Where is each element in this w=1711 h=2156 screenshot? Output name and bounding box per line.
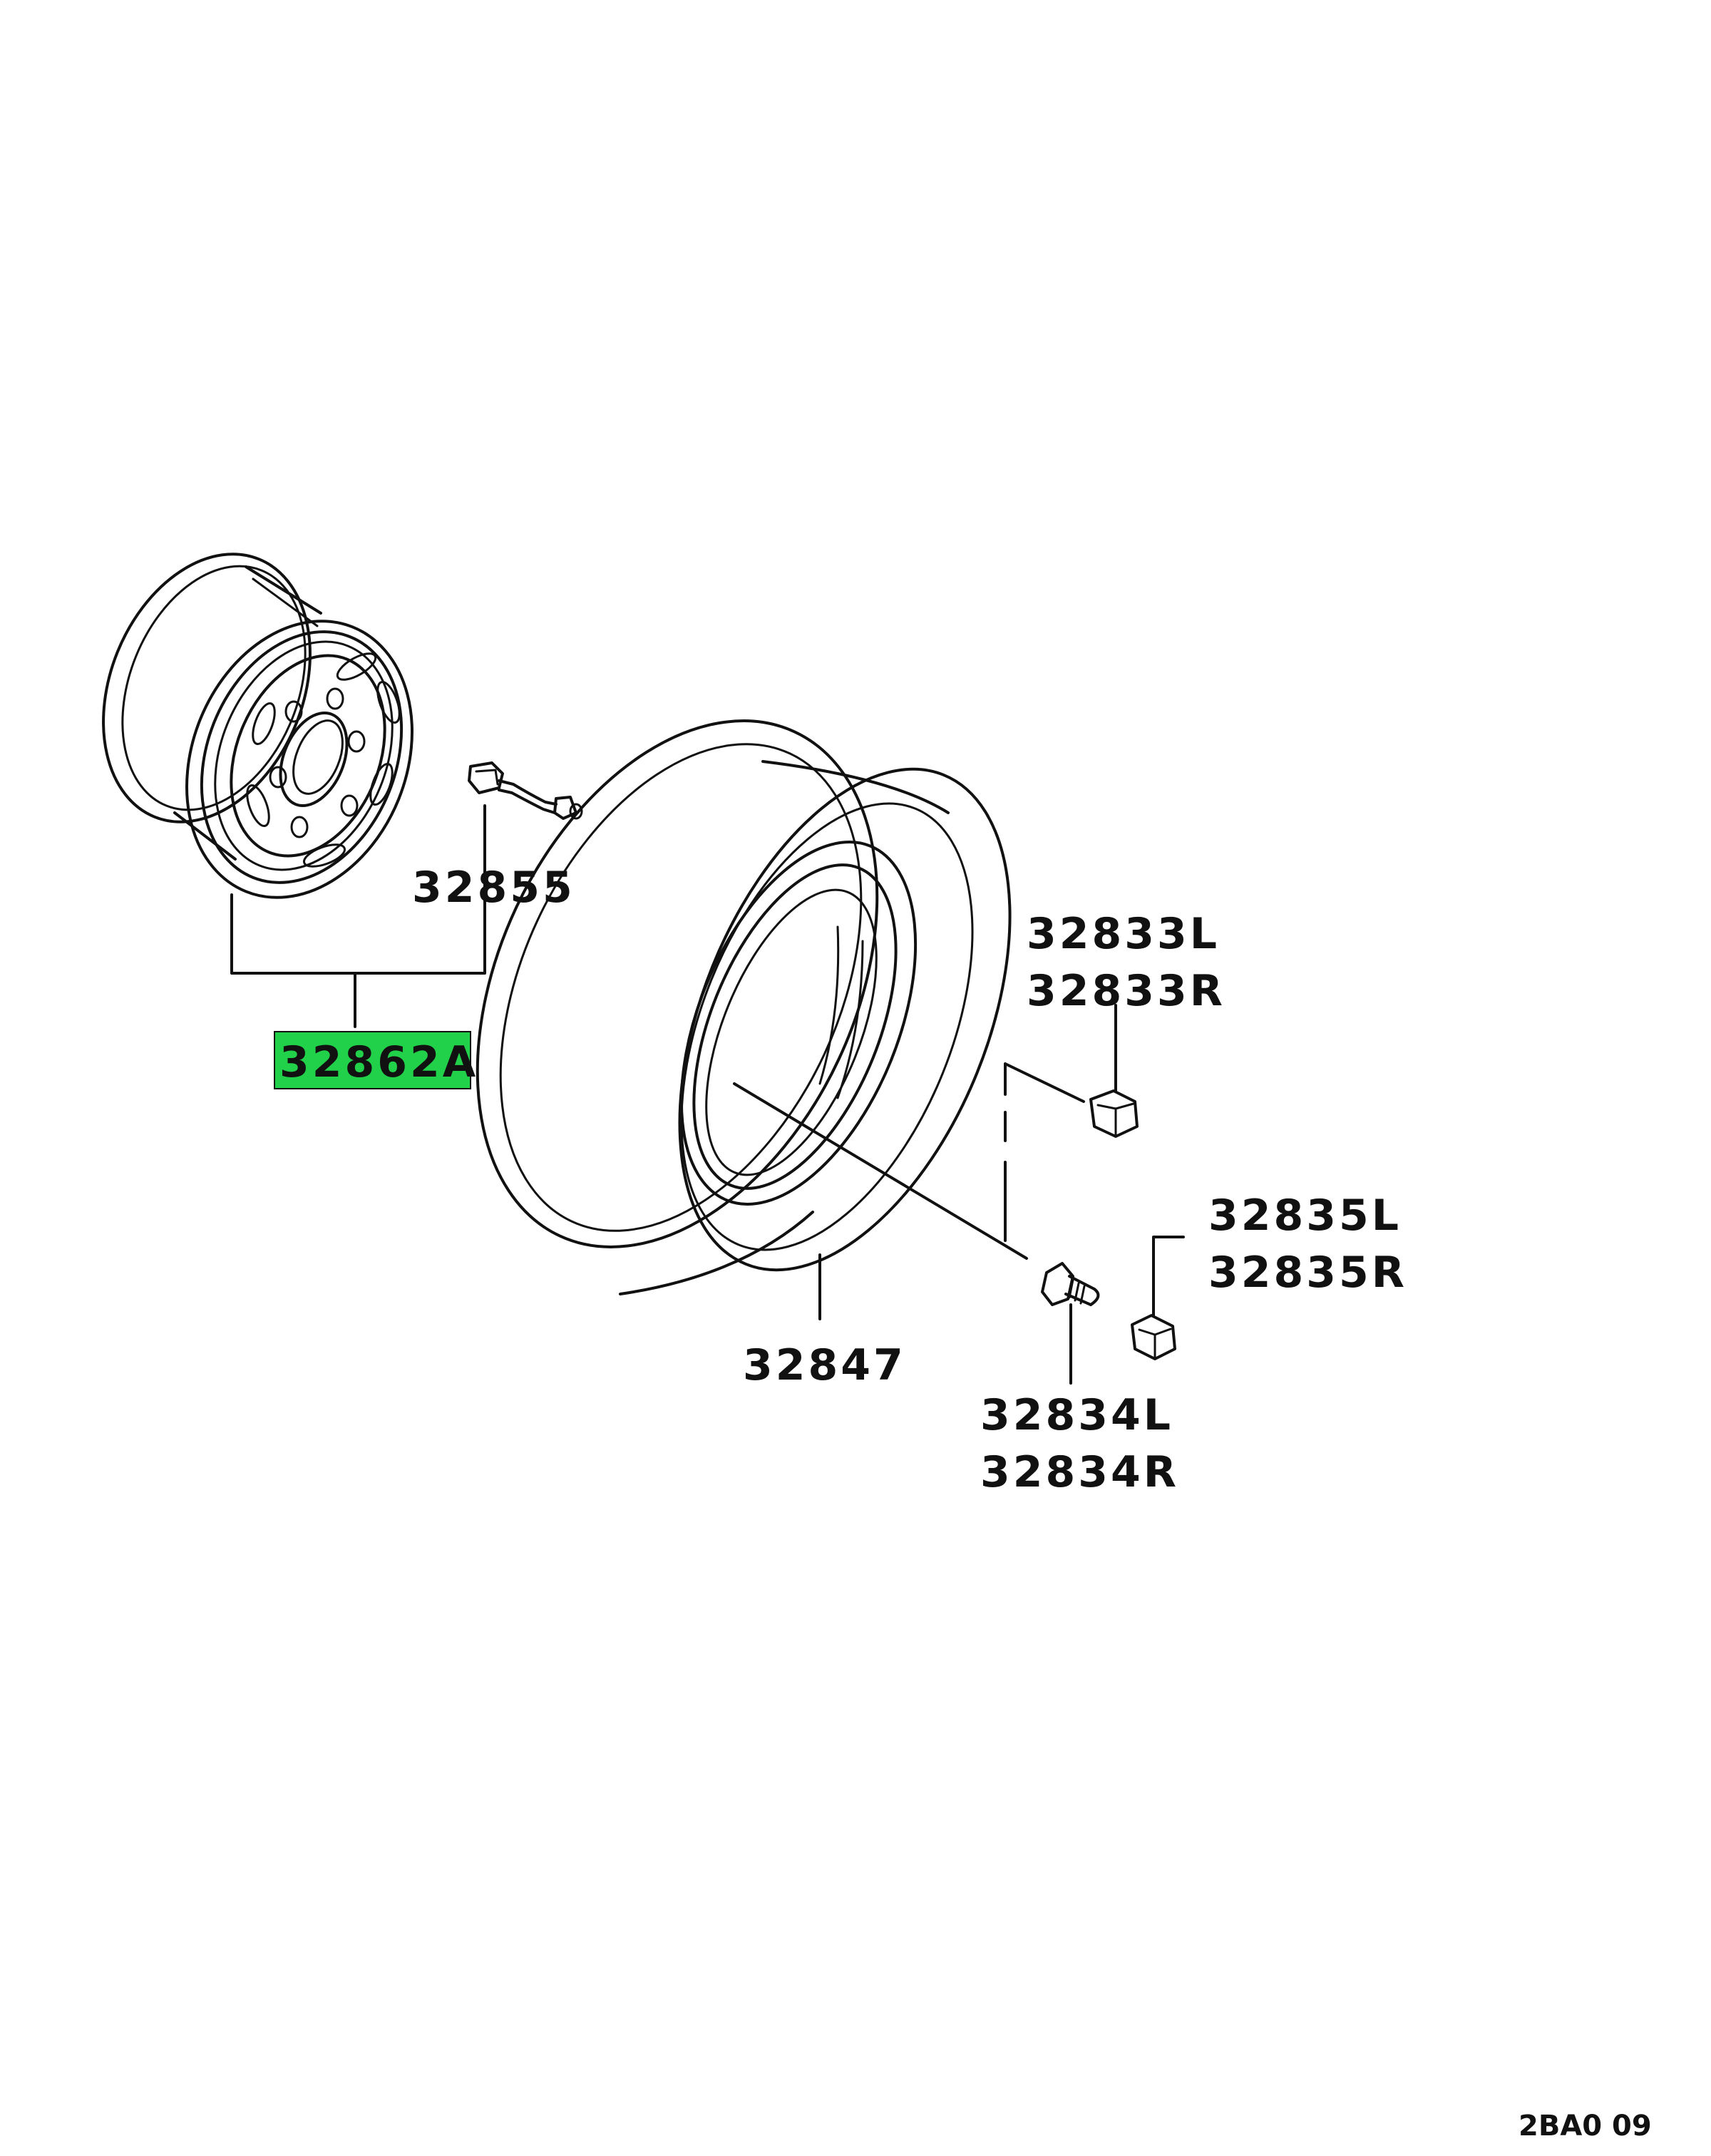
label-32834R[interactable]: 32834R [980, 1447, 1179, 1497]
label-32833L[interactable]: 32833L [1027, 909, 1220, 959]
label-32835R[interactable]: 32835R [1208, 1248, 1407, 1298]
highlight-box [274, 1031, 471, 1089]
label-32847[interactable]: 32847 [743, 1340, 906, 1390]
wheel-stud[interactable] [1041, 1262, 1100, 1306]
nut-lower[interactable] [1131, 1314, 1176, 1360]
label-32855[interactable]: 32855 [412, 863, 575, 913]
label-32862A[interactable]: 32862A [279, 1037, 478, 1087]
diagram-reference-code: 2BA0 09 [1519, 2110, 1652, 2142]
tire[interactable] [399, 657, 1076, 1318]
nut-upper[interactable] [1089, 1089, 1139, 1138]
valve-stem[interactable] [468, 761, 583, 820]
wheel-rim[interactable] [66, 523, 452, 932]
label-32833R[interactable]: 32833R [1027, 966, 1226, 1016]
label-32835L[interactable]: 32835L [1208, 1191, 1402, 1241]
label-32834L[interactable]: 32834L [980, 1390, 1173, 1440]
leader-lines [230, 804, 1185, 1385]
